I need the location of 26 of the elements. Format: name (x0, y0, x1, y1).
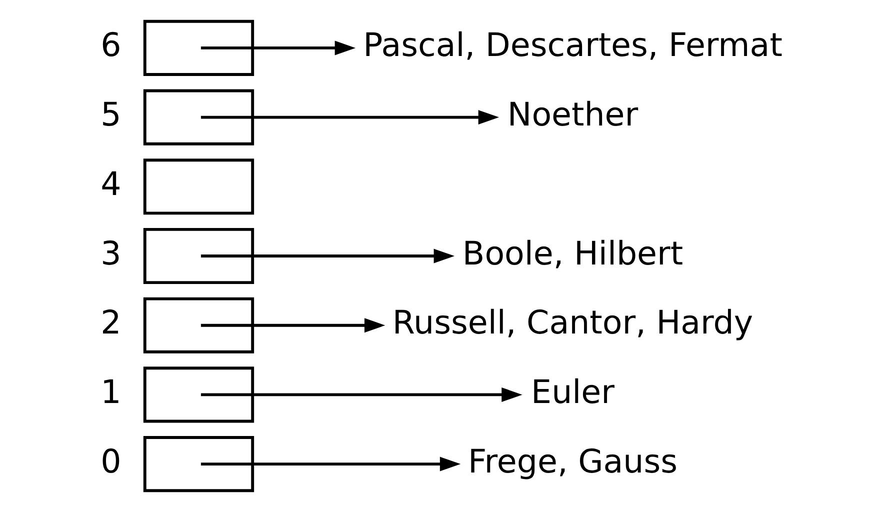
node-box (143, 20, 254, 76)
arrow (200, 318, 386, 333)
node-box (143, 436, 254, 492)
node-text: Euler (531, 372, 614, 411)
arrow (200, 110, 500, 125)
node-label: 6 (100, 26, 122, 64)
node-label: 4 (100, 164, 122, 203)
arrow (200, 456, 461, 472)
node-box (143, 228, 254, 284)
node-box (143, 297, 254, 354)
arrow (200, 248, 454, 264)
node-text: Noether (507, 96, 638, 134)
node-label: 1 (100, 372, 122, 411)
node-label: 3 (100, 234, 122, 272)
node-label: 5 (100, 96, 122, 134)
node-box (143, 366, 254, 423)
node-text: Boole, Hilbert (462, 234, 684, 272)
node-box (143, 158, 254, 215)
node-label: 2 (100, 304, 122, 342)
node-text: Pascal, Descartes, Fermat (363, 26, 782, 64)
node-text: Frege, Gauss (468, 442, 678, 480)
arrow (200, 387, 522, 402)
node-text: Russell, Cantor, Hardy (392, 304, 754, 342)
node-label: 0 (100, 442, 122, 480)
arrow (200, 40, 356, 56)
node-box (143, 89, 254, 146)
